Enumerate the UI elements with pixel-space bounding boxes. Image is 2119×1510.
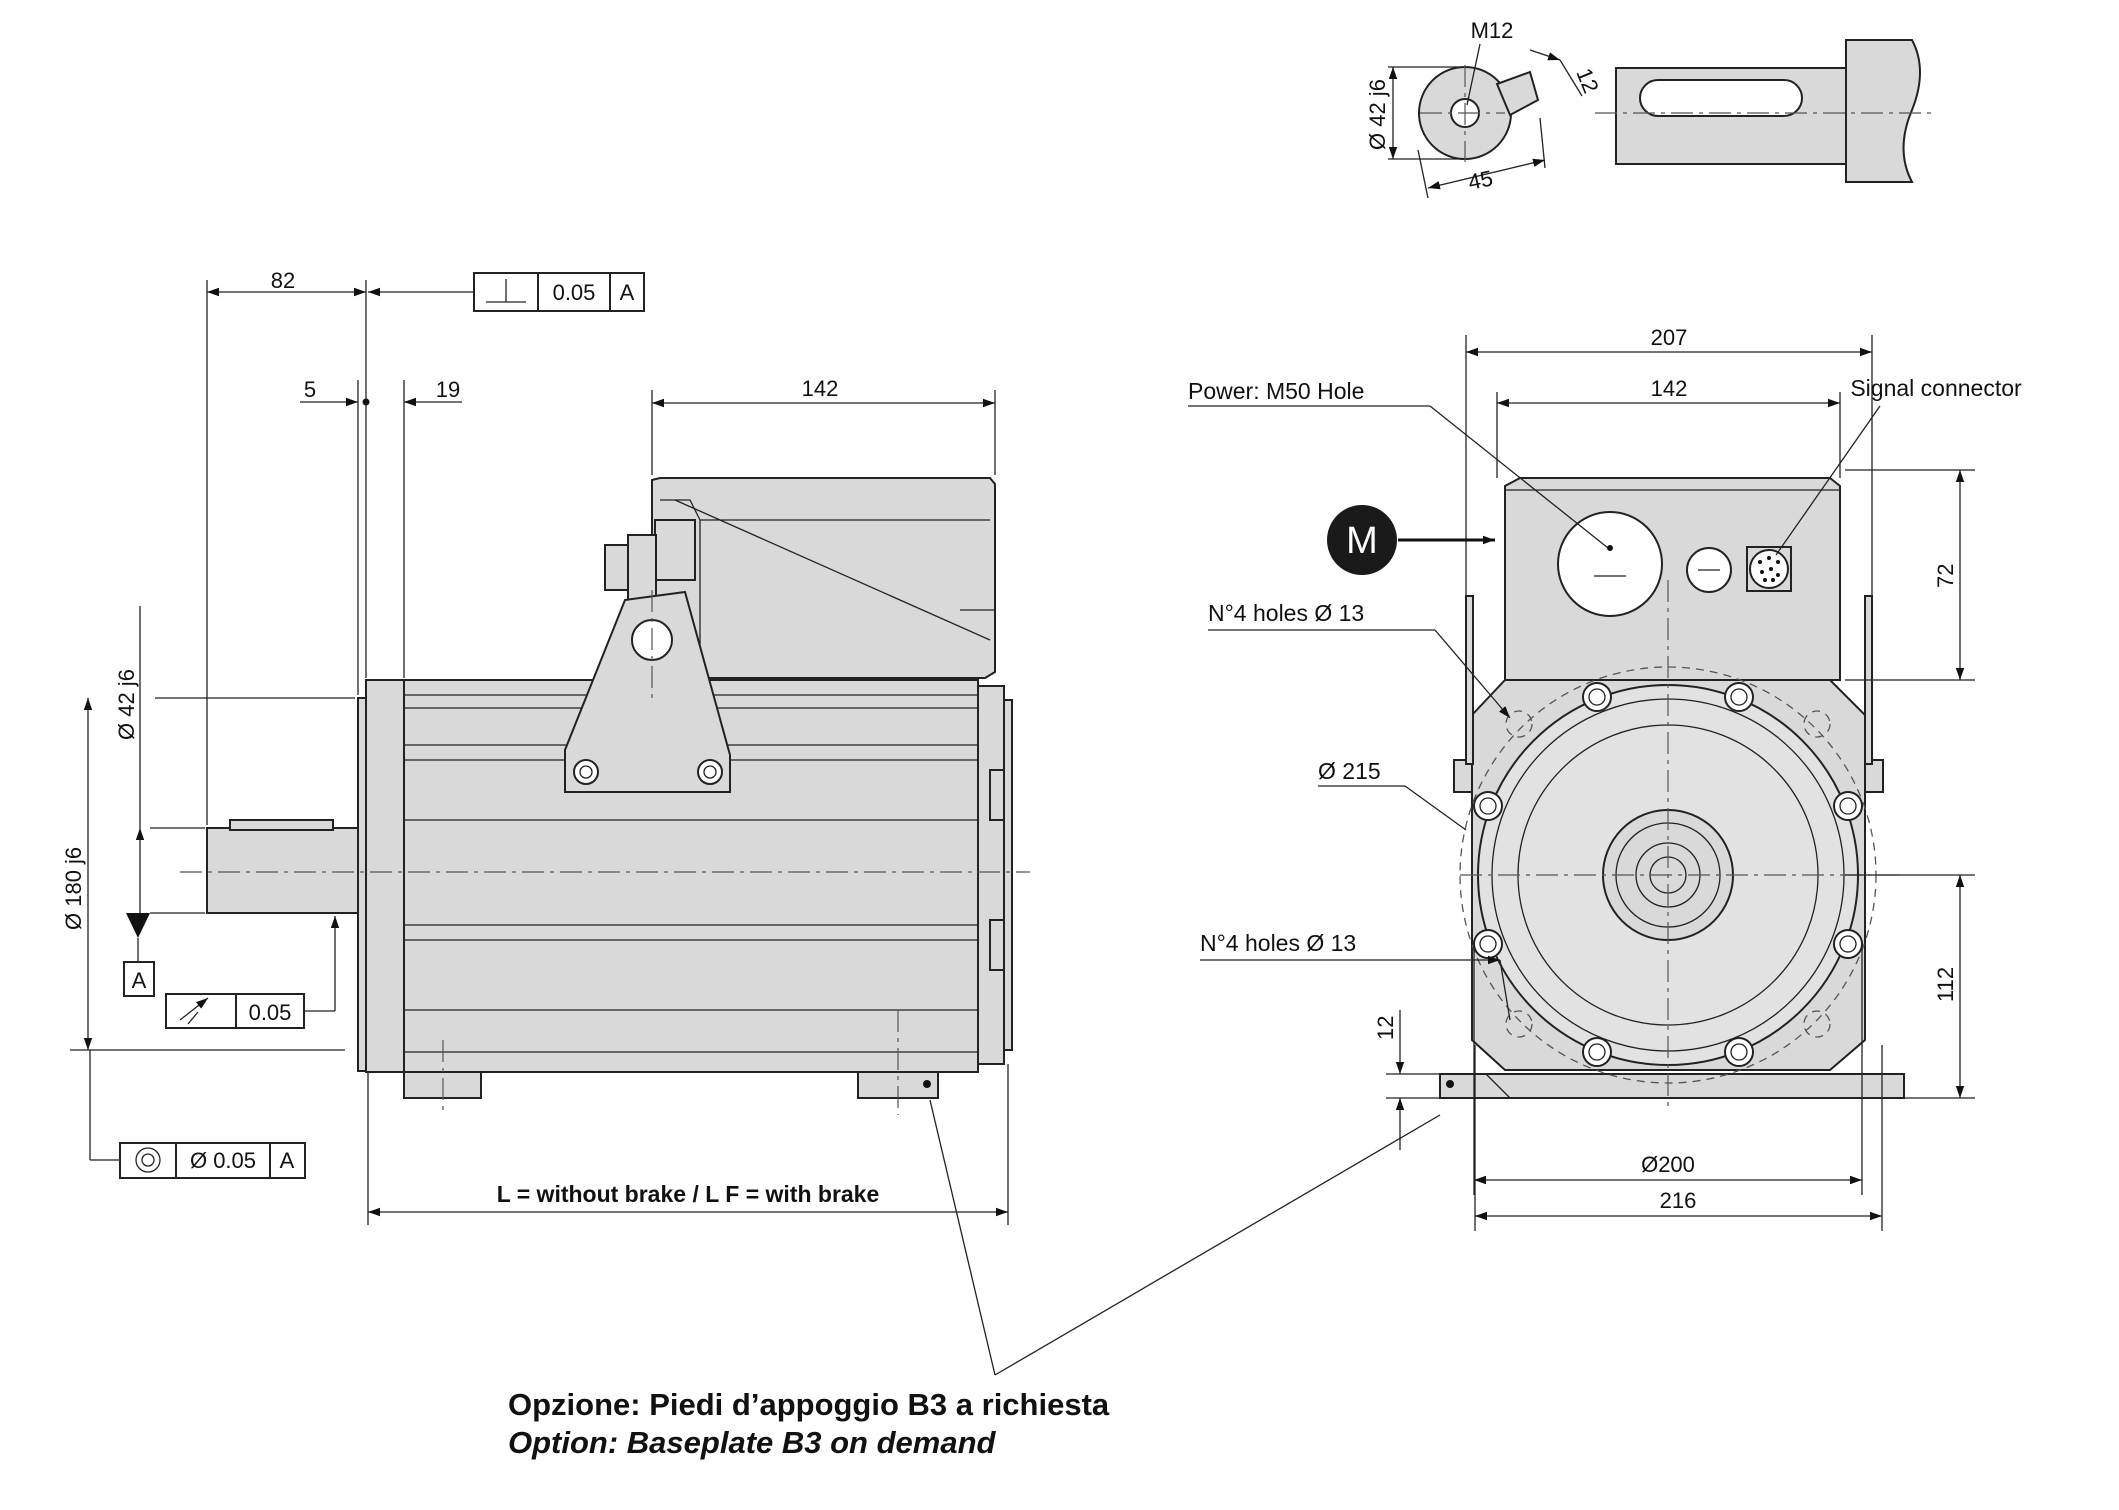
dim-pilot-diameter: Ø200 (1641, 1152, 1695, 1177)
datum-box-a (123, 961, 155, 997)
signal-connector (1746, 546, 1792, 592)
dim-base-thickness: 12 (1373, 1016, 1398, 1040)
dim-box-height: 72 (1933, 564, 1958, 588)
power-hole (1557, 511, 1663, 617)
flange (365, 679, 405, 1073)
dim-front-box-width: 142 (1651, 376, 1688, 401)
perpendicularity-value: 0.05 (553, 280, 596, 305)
keyway (1639, 79, 1803, 117)
dim-base-width: 216 (1660, 1188, 1697, 1213)
concentricity-value: Ø 0.05 (190, 1148, 256, 1173)
runout-arrow-icon (179, 997, 209, 1025)
rear-cover (977, 685, 1005, 1065)
shaft-detail: Ø 42 j6 M12 12 45 (1365, 18, 1935, 199)
dim-pilot-fit: Ø 180 j6 (61, 847, 86, 930)
front-view: 207 142 72 112 12 Ø200 216 Power: M50 Ho… (1188, 325, 2022, 1231)
perpendicularity-icon (486, 279, 526, 303)
label-holes-lower: N°4 holes Ø 13 (1200, 930, 1356, 956)
shaft-key (229, 819, 334, 831)
perpendicularity-datum: A (620, 280, 635, 305)
dim-flange-step: 5 (304, 377, 316, 402)
connector-box (651, 477, 996, 679)
flange-bolts (1473, 682, 1863, 1067)
label-signal-connector: Signal connector (1850, 375, 2022, 401)
mounting-holes (1505, 710, 1831, 1038)
concentricity-icon (135, 1147, 161, 1173)
detail-key-height: 12 (1571, 65, 1603, 97)
motor-badge (1327, 505, 1397, 575)
dim-front-width: 207 (1651, 325, 1688, 350)
side-view: 82 5 19 142 Ø 42 j6 Ø 180 j6 A 0.05 (61, 268, 1441, 1376)
dim-overall-length: L = without brake / L F = with brake (497, 1181, 880, 1207)
label-holes-upper: N°4 holes Ø 13 (1208, 600, 1364, 626)
caption-english: Option: Baseplate B3 on demand (508, 1425, 996, 1460)
detail-length: 45 (1466, 165, 1495, 195)
dim-flange-thickness: 19 (436, 377, 460, 402)
dim-shaft-length: 82 (271, 268, 295, 293)
datum-label-a: A (132, 968, 147, 993)
shaft (206, 827, 366, 914)
baseplate (1439, 1073, 1905, 1099)
dim-box-length: 142 (802, 376, 839, 401)
label-pcd: Ø 215 (1318, 758, 1381, 784)
label-power: Power: M50 Hole (1188, 378, 1364, 404)
signal-plug (604, 544, 630, 591)
motor-badge-label: M (1346, 520, 1378, 562)
caption-italian: Opzione: Piedi d’appoggio B3 a richiesta (508, 1387, 1110, 1422)
lifting-bracket (564, 590, 731, 793)
detail-thread: M12 (1471, 18, 1514, 43)
runout-value: 0.05 (249, 1000, 292, 1025)
dim-axis-height: 112 (1933, 967, 1958, 1002)
detail-diameter: Ø 42 j6 (1365, 79, 1390, 150)
concentricity-datum: A (280, 1148, 295, 1173)
dim-shaft-diameter: Ø 42 j6 (114, 669, 139, 740)
